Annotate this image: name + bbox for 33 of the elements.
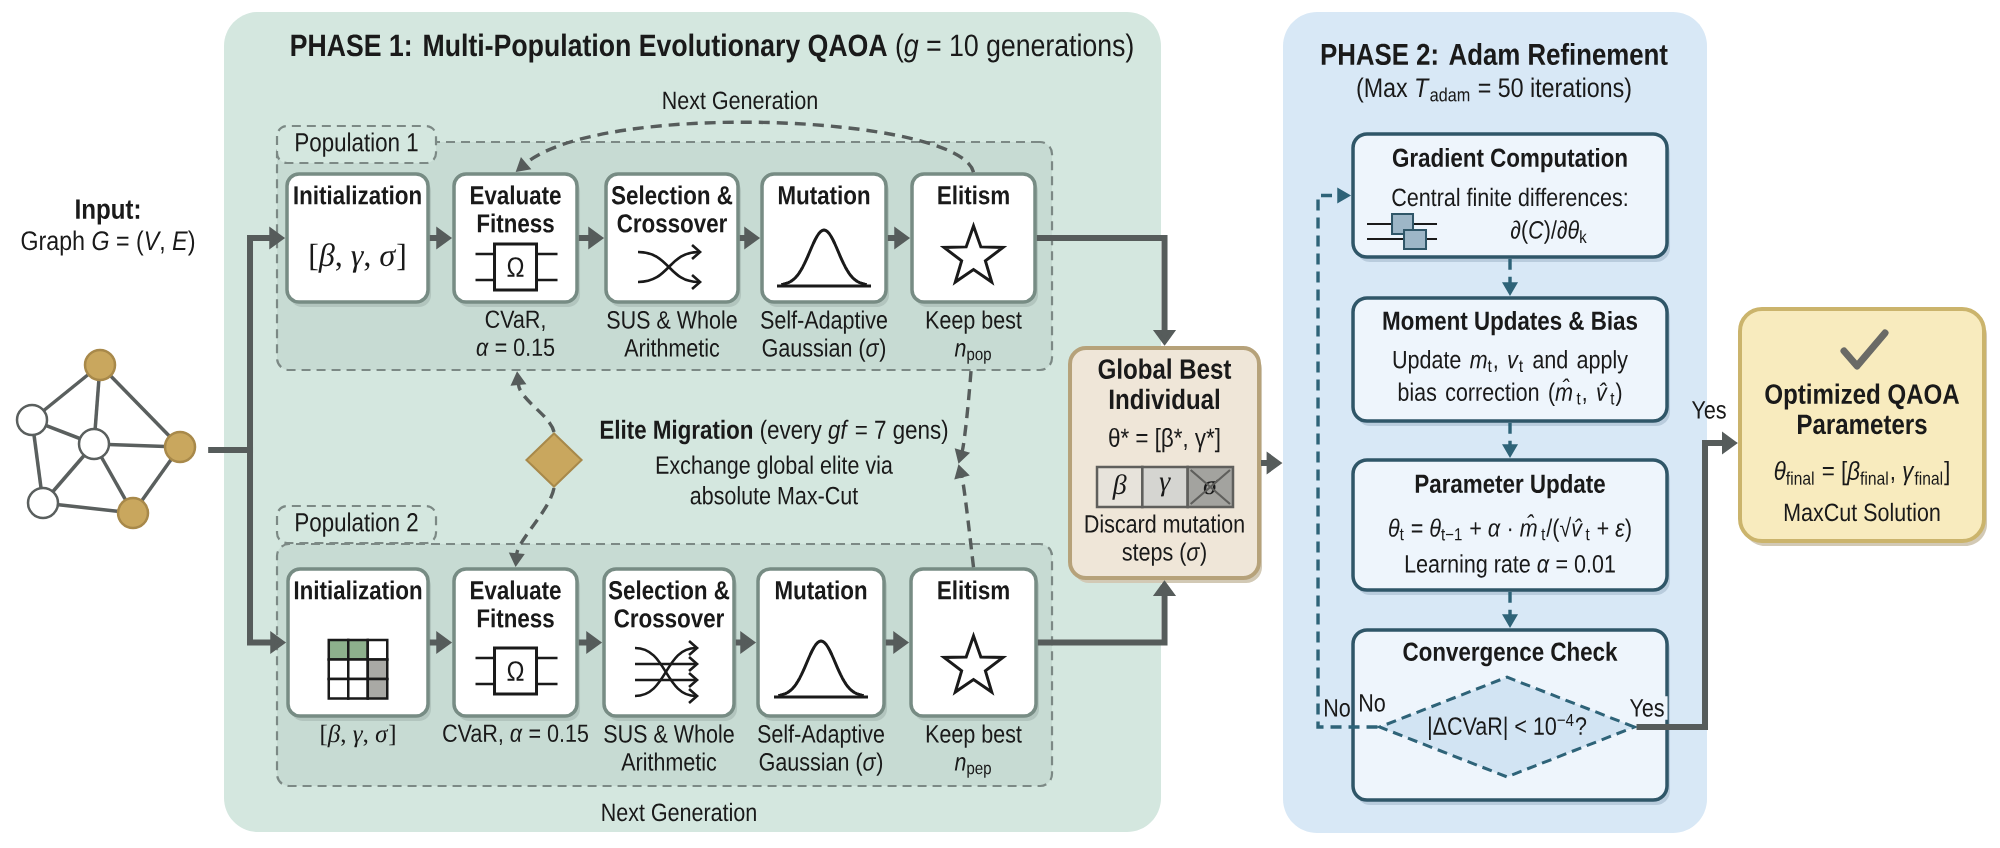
process-box: Mutation (756, 567, 887, 721)
table-cell: γ (1141, 465, 1189, 509)
result-box: Optimized QAOA Parameters θ$_{final}$ = [β$_{final}$, γ$_{final}$] MaxCut Solution (1738, 307, 1987, 546)
process-box: Moment Updates & Bias Update m$_{t}$, v$_{t}$ and apply bias correction (m̂$_{t}$, v̂$_{t}$) (1351, 296, 1670, 426)
process-box: Selection & Crossover (602, 567, 737, 721)
process-box: Elitism (909, 567, 1039, 721)
node-label: Population 2 (296, 512, 418, 537)
input-heading: Input: (76, 199, 140, 225)
box-caption: CVaR, α = 0.15 (443, 724, 588, 746)
box-caption: CVaR, α = 0.15 (476, 310, 555, 357)
box-caption: Keep best n$_{pop}$ (926, 310, 1022, 364)
branch-label: No (1325, 699, 1350, 717)
branch-label: Yes (1691, 401, 1726, 419)
heading-text: Elite Migration (every gf = 7 gens) (600, 419, 948, 445)
process-box: Mutation (760, 172, 889, 307)
process-box: Initialization [β, γ, σ] (285, 172, 431, 307)
process-box: Selection & Crossover (604, 172, 741, 307)
box-caption: Self-Adaptive Gaussian (σ) (758, 724, 884, 776)
table-cell: β (1095, 465, 1144, 509)
edge-label: Yes (1626, 696, 1668, 720)
process-box: Gradient Computation Central finite differences: ∂(C)/∂θ$_{k}$ (1351, 132, 1670, 262)
caption-text: Next Generation (602, 802, 756, 822)
box-caption: SUS & Whole Arithmetic (604, 724, 734, 771)
graph-caption: Graph G = (V, E) (21, 230, 195, 256)
box-caption: Self-Adaptive Gaussian (σ) (761, 310, 887, 362)
box-caption: SUS & Whole Arithmetic (607, 310, 737, 357)
dashed-arrow (1316, 187, 1378, 729)
note-text: Exchange global elite via absolute Max-Cut (656, 455, 893, 505)
process-box: Parameter Update θ$_{t}$ = θ$_{t−1}$ + α · m̂$_{t}$/(√v̂$_{t}$ + ε) Learning rate α = 0.01 (1351, 458, 1670, 595)
process-box: Elitism (910, 172, 1038, 307)
box-caption: [β, γ, σ] (321, 724, 395, 748)
box-caption: Keep best n$_{pep}$ (926, 724, 1022, 778)
edge-label: Next Generation (658, 87, 822, 113)
